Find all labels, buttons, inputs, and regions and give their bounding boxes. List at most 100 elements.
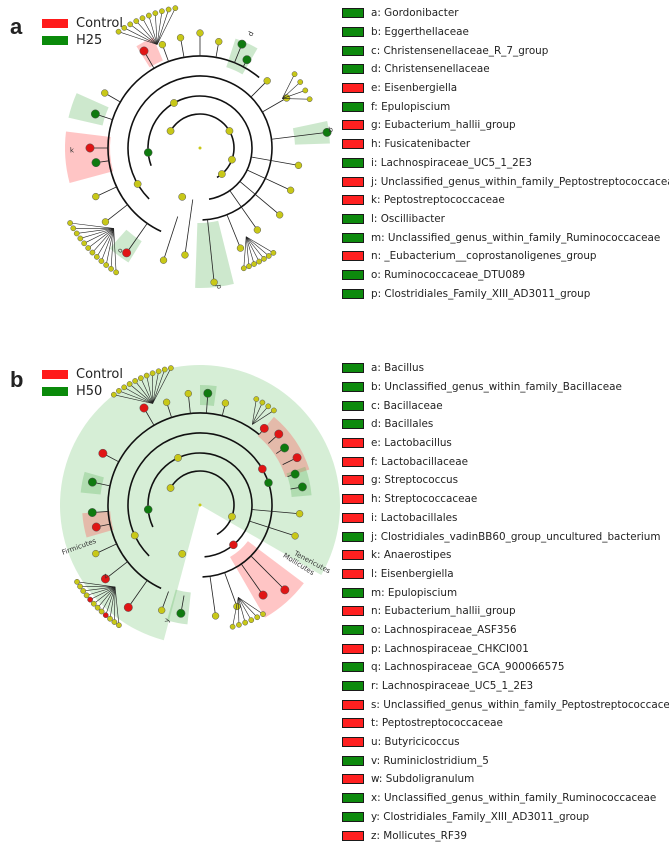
clade-letter-label: p: [215, 284, 224, 290]
tree-node: [170, 99, 177, 106]
taxa-color-swatch: [342, 700, 364, 710]
taxa-legend-label: g: Streptococcus: [371, 474, 458, 486]
taxa-legend-label: p: Lachnospiraceae_CHKCI001: [371, 643, 529, 655]
tree-node: [116, 623, 121, 628]
tree-node: [133, 378, 138, 383]
taxa-color-swatch: [342, 289, 364, 299]
tree-root-node: [199, 147, 202, 150]
tree-node: [298, 79, 303, 84]
tree-node: [166, 7, 171, 12]
tree-node: [291, 470, 299, 478]
tree-node: [276, 211, 283, 218]
tree-node: [222, 400, 229, 407]
taxa-color-swatch: [342, 756, 364, 766]
tree-branch: [246, 237, 264, 259]
tree-node: [159, 41, 166, 48]
tree-node: [99, 449, 107, 457]
tree-branch: [282, 82, 300, 98]
taxa-legend-label: t: Peptostreptococcaceae: [371, 717, 503, 729]
taxa-legend-label: h: Fusicatenibacter: [371, 138, 470, 150]
taxa-color-swatch: [342, 625, 364, 635]
tree-node: [243, 56, 251, 64]
taxa-legend-item: h: Streptococcaceae: [342, 490, 669, 509]
taxa-legend-label: n: Eubacterium_hallii_group: [371, 605, 516, 617]
taxa-color-swatch: [342, 438, 364, 448]
tree-node: [102, 218, 109, 225]
taxa-color-swatch: [342, 494, 364, 504]
tree-node: [179, 193, 186, 200]
tree-branch: [185, 199, 193, 254]
tree-node: [177, 609, 185, 617]
tree-node: [74, 231, 79, 236]
tree-node: [144, 506, 152, 514]
taxa-legend-label: r: Lachnospiraceae_UC5_1_2E3: [371, 680, 533, 692]
tree-node: [212, 613, 219, 620]
tree-node: [108, 266, 113, 271]
tree-node: [92, 158, 100, 166]
taxa-color-swatch: [342, 83, 364, 93]
tree-node: [179, 550, 186, 557]
tree-node: [99, 609, 104, 614]
taxa-legend-label: l: Oscillibacter: [371, 213, 445, 225]
clade-highlight: [60, 365, 340, 640]
taxa-legend-label: h: Streptococcaceae: [371, 493, 477, 505]
tree-branch: [171, 114, 234, 177]
tree-node: [229, 541, 237, 549]
taxa-color-swatch: [342, 681, 364, 691]
tree-node: [88, 508, 96, 516]
taxa-legend-item: l: Eisenbergiella: [342, 565, 669, 584]
tree-node: [124, 603, 132, 611]
taxa-legend-label: p: Clostridiales_Family_XIII_AD3011_grou…: [371, 288, 590, 300]
tree-node: [259, 591, 267, 599]
taxa-legend-item: e: Eisenbergiella: [342, 79, 669, 98]
tree-node: [281, 586, 289, 594]
tree-node: [249, 618, 254, 623]
tree-node: [204, 389, 212, 397]
taxa-legend-item: k: Peptostreptococcaceae: [342, 191, 669, 210]
tree-node: [81, 588, 86, 593]
taxa-legend-label: e: Eisenbergiella: [371, 82, 457, 94]
taxa-legend-label: i: Lachnospiraceae_UC5_1_2E3: [371, 157, 532, 169]
tree-node: [67, 220, 72, 225]
tree-node: [114, 270, 119, 275]
tree-node: [230, 624, 235, 629]
taxa-legend-label: s: Unclassified_genus_within_family_Pept…: [371, 699, 669, 711]
tree-node: [88, 478, 96, 486]
tree-node: [107, 616, 112, 621]
tree-branch: [130, 24, 157, 44]
tree-node: [258, 465, 266, 473]
tree-node: [215, 38, 222, 45]
taxa-legend-item: a: Bacillus: [342, 359, 669, 378]
tree-node: [266, 253, 271, 258]
tree-node: [74, 579, 79, 584]
taxa-legend-item: a: Gordonibacter: [342, 4, 669, 23]
taxa-legend-item: g: Eubacterium_hallii_group: [342, 116, 669, 135]
taxa-color-swatch: [342, 475, 364, 485]
taxa-color-swatch: [342, 774, 364, 784]
tree-node: [266, 404, 271, 409]
tree-node: [84, 593, 89, 598]
tree-node: [90, 250, 95, 255]
taxa-legend-item: x: Unclassified_genus_within_family_Rumi…: [342, 789, 669, 808]
taxa-legend-label: k: Anaerostipes: [371, 549, 451, 561]
tree-node: [116, 29, 121, 34]
tree-node: [287, 187, 294, 194]
tree-node: [160, 257, 167, 264]
taxa-legend-item: j: Clostridiales_vadinBB60_group_uncultu…: [342, 527, 669, 546]
taxa-legend-label: e: Lactobacillus: [371, 437, 452, 449]
taxa-color-swatch: [342, 382, 364, 392]
taxa-legend-label: a: Gordonibacter: [371, 7, 459, 19]
tree-branch: [164, 216, 178, 260]
taxa-legend-label: g: Eubacterium_hallii_group: [371, 119, 516, 131]
tree-node: [292, 533, 299, 540]
tree-node: [254, 396, 259, 401]
tree-node: [237, 245, 244, 252]
tree-node: [261, 256, 266, 261]
taxa-legend-item: o: Ruminococcaceae_DTU089: [342, 266, 669, 285]
taxa-legend-item: p: Lachnospiraceae_CHKCI001: [342, 639, 669, 658]
tree-node: [197, 30, 204, 37]
taxa-color-swatch: [342, 737, 364, 747]
tree-node: [88, 597, 93, 602]
taxa-color-swatch: [342, 550, 364, 560]
taxa-color-swatch: [342, 606, 364, 616]
